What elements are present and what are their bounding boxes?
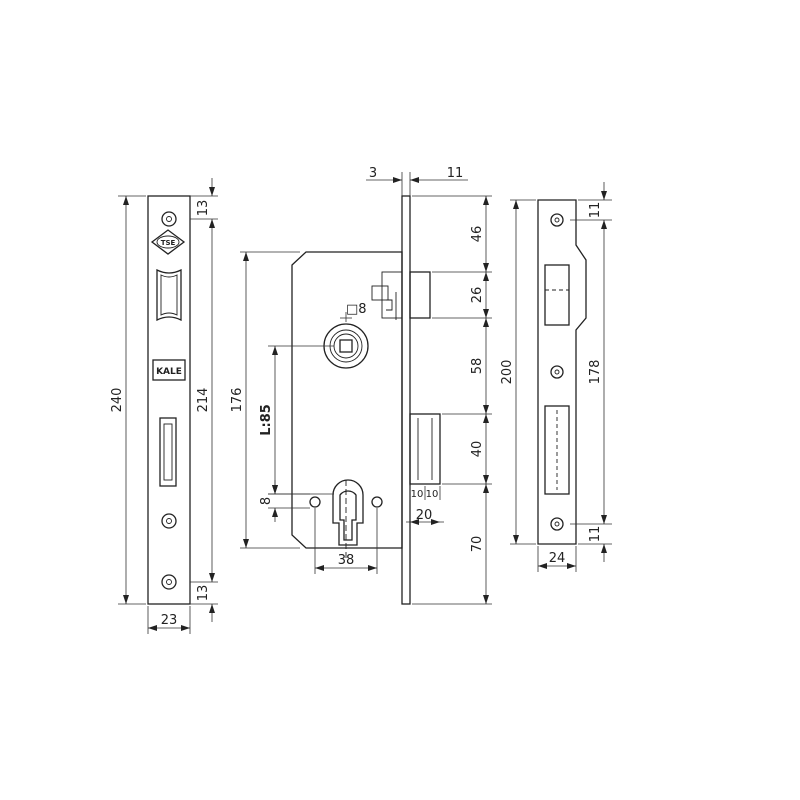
dim-strike-width: 24: [549, 551, 566, 566]
lock-case-outline: [291, 251, 403, 549]
dim-latch-to-bolt: 58: [470, 358, 485, 375]
dim-bolt-step-b: 10: [426, 489, 439, 500]
latch: [371, 271, 431, 320]
dim-strike-height: 200: [500, 360, 515, 385]
dim-top-offset: 3: [369, 166, 377, 181]
strike-screw-top: [550, 213, 564, 227]
strike-latch-opening: [544, 264, 570, 326]
strike-screw-middle: [550, 365, 564, 379]
side-faceplate: [401, 195, 411, 605]
dim-center-distance: L:85: [259, 404, 274, 436]
dim-bolt-bottom: 70: [470, 536, 485, 553]
dim-plate-width: 23: [161, 613, 178, 628]
dim-spindle: □8: [346, 302, 367, 317]
lock-body-dimensions: 176 L:85 8 38 3 11: [230, 166, 492, 605]
cylinder-profile: [309, 479, 383, 560]
dim-cylinder-offset: 8: [259, 497, 274, 505]
dim-bolt-height: 40: [470, 441, 485, 458]
dim-bolt-throw: 20: [416, 508, 433, 523]
left-faceplate-dimensions: 240 214 13 13 23: [110, 178, 218, 634]
tse-logo: TSE: [150, 229, 186, 255]
left-faceplate: TSE KALE: [147, 195, 191, 605]
dim-faceplate-width: 11: [447, 166, 464, 181]
dim-plate-bottom-margin: 13: [196, 585, 211, 602]
faceplate-outline: [147, 195, 191, 605]
strike-plate-outline: [537, 199, 587, 545]
dim-body-height: 176: [230, 388, 245, 413]
dim-bolt-step-a: 10: [411, 489, 424, 500]
strike-plate: [537, 199, 587, 545]
dim-latch-height: 26: [470, 287, 485, 304]
dim-plate-height: 240: [110, 388, 125, 413]
screw-hole-bottom: [161, 574, 177, 590]
screw-hole-middle: [161, 513, 177, 529]
dim-strike-inner: 178: [588, 360, 603, 385]
deadbolt: [409, 413, 441, 485]
dim-latch-top: 46: [470, 226, 485, 243]
strike-bolt-opening: [544, 405, 570, 495]
dim-plate-inner: 214: [196, 388, 211, 413]
cylinder-screw-right: [371, 496, 383, 508]
cylinder-screw-left: [309, 496, 321, 508]
lock-body: □8: [291, 195, 441, 605]
dim-plate-top-margin: 13: [196, 200, 211, 217]
spindle-follower: □8: [323, 302, 369, 369]
kale-logo-text: KALE: [156, 367, 182, 377]
strike-screw-bottom: [550, 517, 564, 531]
strike-plate-dimensions: 200 178 11 11 24: [500, 182, 612, 572]
bolt-opening: [159, 417, 177, 487]
dim-strike-bottom-margin: 11: [588, 526, 603, 543]
tse-logo-text: TSE: [161, 239, 176, 247]
screw-hole-top: [161, 211, 177, 227]
latch-opening: [156, 268, 182, 322]
kale-logo: KALE: [152, 359, 186, 381]
dim-strike-top-margin: 11: [588, 202, 603, 219]
dim-cylinder-spacing: 38: [338, 553, 355, 568]
